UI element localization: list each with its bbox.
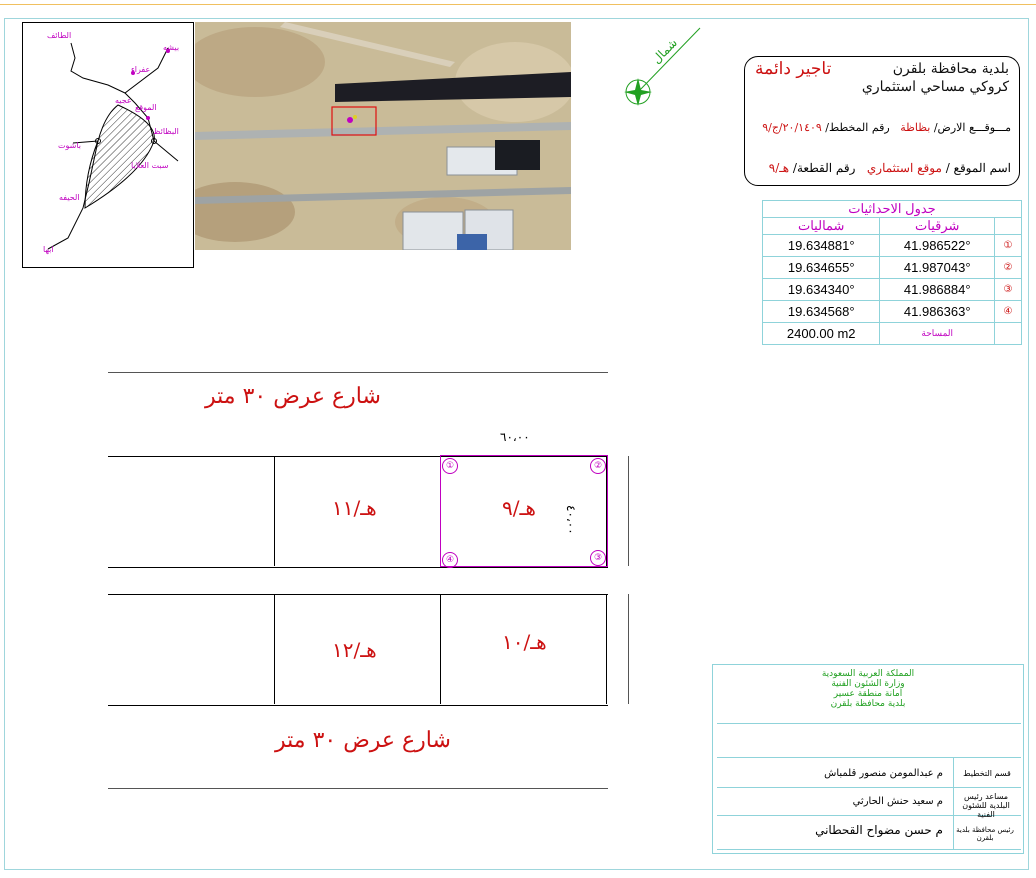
survey-type: كروكي مساحي استثماري — [861, 79, 1009, 95]
site-name-value: موقع استثماري — [866, 161, 942, 175]
key-map-label-sabt: سبت العلايا — [131, 161, 169, 170]
dimension-line — [628, 456, 629, 566]
role-assistant: مساعد رئيس البلدية للشئون الفنية — [962, 792, 1010, 819]
divider — [717, 757, 1021, 758]
key-map-label-abha: ابها — [43, 245, 54, 254]
key-map-label-location: الموقع — [135, 103, 157, 112]
plot-divider — [274, 456, 275, 566]
title-block: المملكة العربية السعودية وزارة الشئون ال… — [712, 664, 1024, 854]
key-map-label-afraa: عفراء — [131, 65, 151, 74]
north-arrow: شمال — [610, 20, 710, 120]
coordinate-table: جدول الاحداثيات شماليات شرقيات 19.634881… — [761, 200, 1022, 345]
width-dimension: ٦٠،٠٠ — [500, 430, 530, 444]
location-label: مـــوقـــع الارض/ — [933, 121, 1011, 134]
street-line-bottom — [108, 788, 608, 789]
plot-9-label: هـ/٩ — [502, 496, 536, 520]
coord-row: 19.634568° 41.986363° ④ — [761, 300, 1022, 323]
plot-divider — [606, 594, 607, 704]
coord-north: 19.634655° — [761, 256, 881, 279]
name-assistant: م سعيد حنش الحارثي — [852, 796, 943, 807]
corner-4-marker: ④ — [442, 552, 458, 568]
dimension-line — [628, 594, 629, 704]
coord-point: ③ — [994, 278, 1022, 301]
location-value: بظاظة — [900, 121, 931, 134]
divider — [717, 787, 1021, 788]
coord-row: 19.634655° 41.987043° ② — [761, 256, 1022, 279]
coord-row: 19.634340° 41.986884° ③ — [761, 278, 1022, 301]
corner-2-marker: ② — [590, 458, 606, 474]
municipality-name: بلدية محافظة بلقرن — [892, 61, 1009, 77]
coord-east: 41.986884° — [879, 278, 995, 301]
plot-divider — [274, 594, 275, 704]
site-name-label: اسم الموقع / — [945, 161, 1011, 175]
coord-east: 41.986363° — [879, 300, 995, 323]
plot-11-label: هـ/١١ — [332, 496, 377, 520]
header-box: بلدية محافظة بلقرن تاجير دائمة كروكي مسا… — [744, 56, 1020, 186]
plot-divider — [440, 594, 441, 704]
divider — [717, 815, 1021, 816]
area-value: 2400.00 m2 — [761, 322, 881, 345]
plot-row-bottom — [108, 594, 608, 706]
location-line: مـــوقـــع الارض/ بظاظة رقم المخطط/ ٢٠/١… — [762, 121, 1011, 134]
drawing-frame — [4, 18, 1029, 870]
org-line-2: وزارة الشئون الفنية — [831, 679, 905, 689]
depth-dimension: ٤٠،٠٠ — [564, 505, 578, 535]
coord-north: 19.634340° — [761, 278, 881, 301]
plot-9-boundary — [440, 455, 608, 567]
divider — [717, 723, 1021, 724]
col-east-header: شرقيات — [879, 217, 995, 235]
key-map-label-ajaja: عجيه — [115, 96, 132, 105]
satellite-image — [195, 22, 571, 250]
col-north-header: شماليات — [761, 217, 881, 235]
coord-table-title: جدول الاحداثيات — [762, 200, 1022, 218]
street-line-top — [108, 372, 608, 373]
plan-label: رقم المخطط/ — [825, 121, 890, 134]
key-map-label-hayfa: الحيفه — [59, 193, 80, 202]
coord-east: 41.986522° — [879, 234, 995, 257]
divider — [717, 849, 1021, 850]
plan-value: ٢٠/١٤٠٩/ج/٩ — [762, 121, 822, 134]
coord-north: 19.634568° — [761, 300, 881, 323]
org-line-3: امانة منطقة عسير — [833, 689, 903, 699]
area-label: المساحة — [879, 322, 995, 345]
plot-label: رقم القطعة/ — [792, 161, 856, 175]
plot-12-label: هـ/١٢ — [332, 638, 377, 662]
coord-point: ① — [994, 234, 1022, 257]
key-map-roads — [47, 42, 179, 250]
org-line-4: بلدية محافظة بلقرن — [830, 699, 906, 709]
coord-row: 19.634881° 41.986522° ① — [761, 234, 1022, 257]
name-planning: م عبدالمومن منصور قلمباش — [824, 768, 943, 779]
divider — [953, 757, 954, 849]
coord-point: ④ — [994, 300, 1022, 323]
street-label-top: شارع عرض ٣٠ متر — [205, 384, 381, 409]
lease-type-tag: تاجير دائمة — [755, 59, 832, 79]
name-head: م حسن مضواح القحطاني — [815, 823, 943, 837]
org-line-1: المملكة العربية السعودية — [821, 669, 915, 679]
key-map-label-bathaith: البظائظ — [153, 127, 179, 136]
key-map-label-bisha: بيشه — [163, 43, 180, 52]
compass-rose-icon — [624, 27, 701, 106]
top-border — [0, 0, 1036, 5]
corner-1-marker: ① — [442, 458, 458, 474]
plot-row-top — [108, 456, 608, 568]
corner-3-marker: ③ — [590, 550, 606, 566]
site-line: اسم الموقع / موقع استثماري رقم القطعة/ ه… — [769, 161, 1011, 175]
coord-point: ② — [994, 256, 1022, 279]
role-head: رئيس محافظة بلدية بلقرن — [956, 826, 1014, 842]
street-label-bottom: شارع عرض ٣٠ متر — [275, 728, 451, 753]
key-map-label-bashut: باشوت — [58, 141, 82, 150]
plot-divider — [606, 456, 607, 566]
key-map: الطائف بيشه عفراء الموقع عجيه البظائظ با… — [22, 22, 194, 268]
area-row: 2400.00 m2 المساحة — [761, 322, 1022, 345]
role-planning: قسم التخطيط — [963, 769, 1011, 778]
key-map-label-taif: الطائف — [47, 31, 72, 40]
plot-value: هـ/٩ — [768, 161, 790, 175]
coord-north: 19.634881° — [761, 234, 881, 257]
plot-10-label: هـ/١٠ — [502, 630, 547, 654]
coord-east: 41.987043° — [879, 256, 995, 279]
